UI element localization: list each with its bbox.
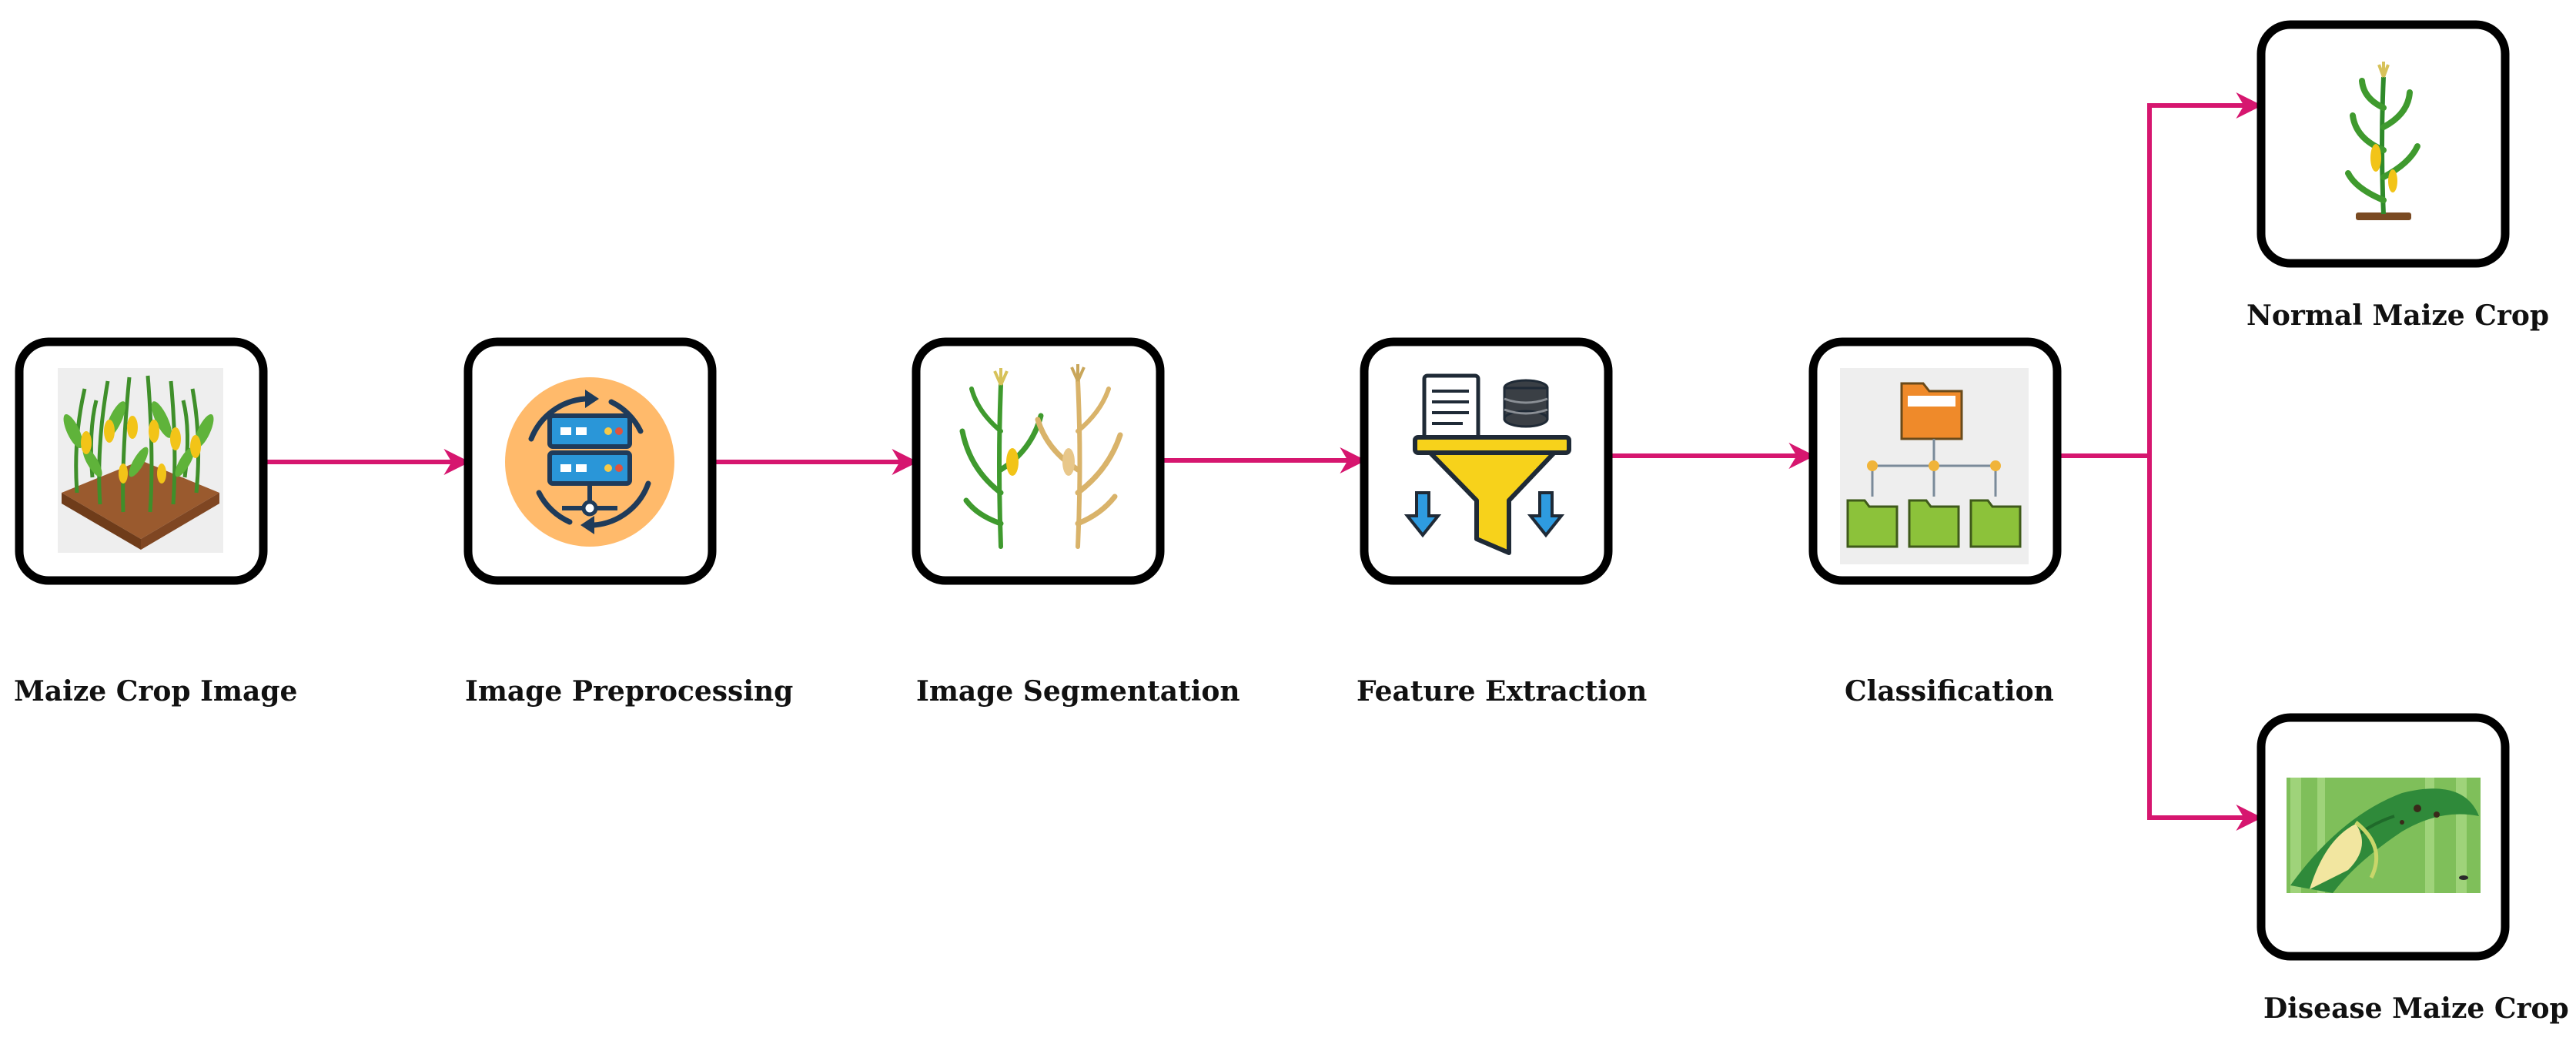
- node-boxes: [15, 20, 2510, 961]
- diseased-leaf-icon: [2287, 778, 2481, 893]
- label-maize-crop-image: Maize Crop Image: [14, 675, 298, 708]
- label-image-segmentation: Image Segmentation: [916, 675, 1240, 708]
- label-image-preprocessing: Image Preprocessing: [465, 675, 794, 708]
- label-normal-maize-crop: Normal Maize Crop: [2246, 299, 2550, 332]
- label-disease-maize-crop: Disease Maize Crop: [2263, 992, 2569, 1025]
- edges: [263, 92, 2263, 831]
- corn-plants-icon: [959, 364, 1123, 549]
- folder-hierarchy-icon: [1840, 368, 2029, 564]
- edge-classification-to-normal: [2057, 92, 2263, 458]
- node-box-image-segmentation: [912, 337, 1165, 585]
- label-classification: Classification: [1845, 675, 2054, 708]
- data-funnel-icon: [1403, 373, 1571, 555]
- server-sync-icon: [505, 377, 674, 547]
- label-feature-extraction: Feature Extraction: [1357, 675, 1648, 708]
- corn-field-icon: [58, 368, 223, 553]
- healthy-corn-plant-icon: [2345, 62, 2420, 220]
- edge-classification-to-disease: [2147, 456, 2263, 831]
